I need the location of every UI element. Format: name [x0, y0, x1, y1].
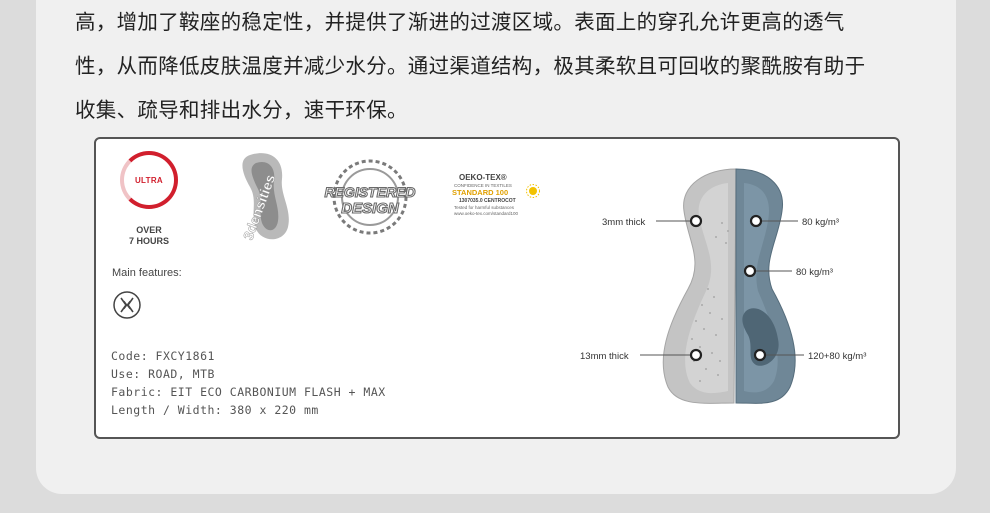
chamois-pad-diagram: 3mm thick 13mm thick 80 kg/m³ 80 kg/m³ 1… [580, 168, 866, 404]
ultra-label: ULTRA [134, 175, 163, 185]
callout-dot [753, 348, 767, 362]
oeko-sun-icon [526, 184, 540, 198]
callout-dot [689, 348, 703, 362]
callout-left-bottom: 13mm thick [580, 351, 629, 362]
callout-right-1: 80 kg/m³ [802, 217, 839, 228]
oeko-confidence: CONFIDENCE IN TEXTILES [454, 183, 512, 188]
registered-line2: DESIGN [341, 200, 400, 217]
description-paragraph: 高，增加了鞍座的稳定性，并提供了渐进的过渡区域。表面上的穿孔允许更高的透气 性，… [75, 0, 955, 132]
oeko-url: www.oeko-tex.com/standard100 [454, 211, 519, 216]
pad-right-insert [742, 308, 779, 366]
spec-fabric: Fabric: EIT ECO CARBONIUM FLASH + MAX [111, 385, 386, 399]
callout-left-top: 3mm thick [602, 217, 646, 228]
callout-right-2: 80 kg/m³ [796, 267, 833, 278]
main-features-label: Main features: [112, 267, 182, 279]
ultra-sub-line: 7 HOURS [128, 236, 169, 246]
feature-icon [113, 291, 141, 319]
registered-line1: REGISTERED [324, 184, 415, 200]
description-line: 性，从而降低皮肤温度并减少水分。通过渠道结构，极其柔软且可回收的聚酰胺有助于 [75, 54, 866, 78]
pad-left-inner [685, 183, 728, 394]
registered-design-icon: REGISTERED DESIGN [324, 159, 416, 235]
spec-panel: ULTRA OVER 7 HOURS 3densities REGISTERED… [94, 137, 900, 439]
callout-dot [689, 214, 703, 228]
perforation-dots [691, 222, 729, 382]
callout-dot [743, 264, 757, 278]
callout-right-3: 120+80 kg/m³ [808, 351, 866, 362]
callout-dot [749, 214, 763, 228]
description-line: 高，增加了鞍座的稳定性，并提供了渐进的过渡区域。表面上的穿孔允许更高的透气 [75, 10, 845, 34]
description-line: 收集、疏导和排出水分，速干环保。 [75, 98, 408, 122]
ultra-badge-icon: ULTRA [120, 151, 178, 209]
oeko-tested: Tested for harmful substances [454, 205, 515, 210]
oeko-standard: STANDARD 100 [452, 188, 509, 197]
oeko-code: 1307035.0 CENTROCOT [459, 198, 516, 204]
spec-use: Use: ROAD, MTB [111, 367, 215, 381]
spec-code: Code: FXCY1861 [111, 349, 215, 363]
ultra-duration: OVER 7 HOURS [122, 225, 176, 247]
spec-size: Length / Width: 380 x 220 mm [111, 403, 319, 417]
ultra-sub-line: OVER [136, 225, 162, 235]
oeko-title: OEKO-TEX® [459, 173, 507, 182]
three-densities-icon: 3densities [240, 153, 289, 242]
